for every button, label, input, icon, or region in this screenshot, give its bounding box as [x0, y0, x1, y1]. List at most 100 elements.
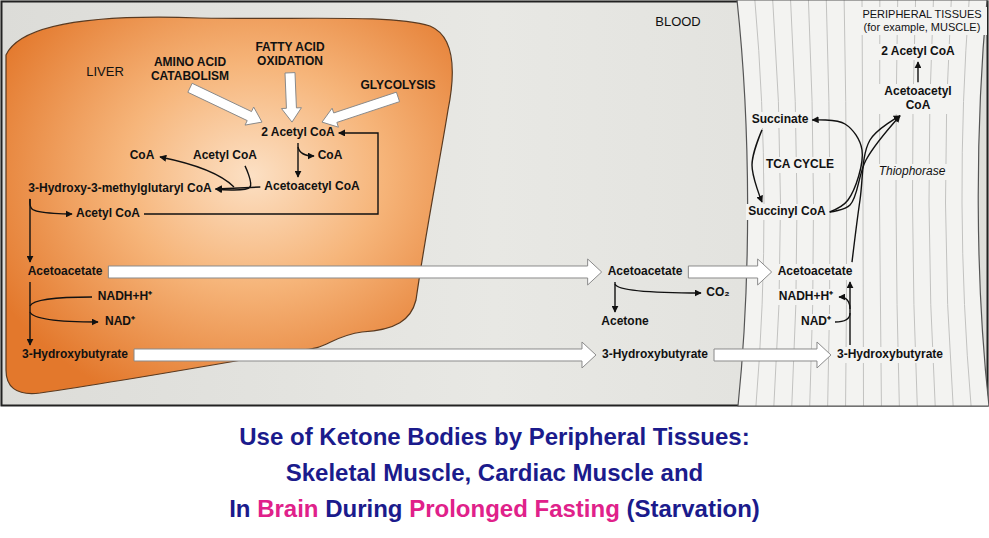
cofactor-label: NAD⁺ — [103, 314, 137, 330]
source-label: FATTY ACID OXIDATION — [248, 40, 332, 70]
cofactor-label: CoA — [316, 148, 345, 164]
cofactor-label-text: NAD⁺ — [103, 314, 137, 330]
caption-word: Bodies — [401, 423, 488, 450]
muscle-outline — [735, 0, 989, 406]
liver-outline — [0, 0, 460, 400]
transport-arrow — [108, 259, 601, 285]
block-arrow — [322, 92, 400, 127]
transport-arrow — [188, 83, 262, 125]
caption-word: Ketone — [313, 423, 401, 450]
metabolite: 2 Acetyl CoA — [879, 44, 957, 60]
reaction-arrow — [216, 166, 251, 190]
fibre-line — [912, 0, 917, 406]
reaction-arrow — [752, 130, 762, 202]
block-arrow — [281, 73, 301, 123]
reaction-arrow — [812, 120, 862, 212]
caption-block: Use of Ketone Bodies by Peripheral Tissu… — [0, 419, 989, 527]
fibre-line — [962, 0, 971, 406]
metabolite-name: Acetoacetyl CoA — [878, 84, 958, 114]
metabolite: 3-Hydroxy-3-methylglutaryl CoA — [26, 181, 213, 197]
caption-word: Peripheral — [522, 423, 646, 450]
diagram-ground — [0, 0, 989, 406]
metabolite-name: GLYCOLYSIS — [358, 78, 437, 94]
reaction-arrow — [144, 133, 378, 214]
caption-word: by — [487, 423, 522, 450]
fibre-line — [929, 0, 935, 406]
arrow-line — [614, 282, 615, 312]
enzyme-label: Thiophorase — [877, 164, 948, 180]
arrow-line — [30, 199, 72, 214]
region-heading: LIVER — [78, 64, 132, 81]
caption-word: Prolonged — [402, 495, 527, 522]
cofactor-label: CO₂ — [704, 285, 731, 301]
caption-word: Fasting — [528, 495, 620, 522]
caption-word: Muscle — [566, 459, 654, 486]
reaction-arrow — [850, 282, 851, 345]
caption-word: Cardiac — [471, 459, 566, 486]
metabolite: Acetone — [599, 314, 650, 330]
metabolite: 3-Hydroxybutyrate — [20, 347, 130, 363]
caption-word: of — [283, 423, 312, 450]
fibre-line — [826, 0, 830, 406]
source-label: AMINO ACID CATABOLISM — [146, 55, 234, 85]
transport-arrow — [688, 259, 771, 285]
metabolite-name: 3-Hydroxybutyrate — [20, 347, 130, 363]
caption-word: and — [654, 459, 703, 486]
cofactor-label-text: CoA — [316, 148, 345, 164]
cofactor-label: NADH+H⁺ — [96, 289, 154, 305]
transport-arrow — [134, 342, 596, 368]
arrow-line — [830, 116, 900, 212]
metabolite-name: Acetone — [599, 314, 650, 330]
fibre-line — [773, 0, 781, 406]
reaction-arrow — [615, 282, 616, 312]
metabolite-name: Succinyl CoA — [746, 204, 827, 220]
metabolite: Succinate — [750, 112, 811, 128]
metabolite: Acetoacetyl CoA — [262, 179, 361, 195]
cofactor-label: CoA — [128, 148, 157, 164]
caption: Use of Ketone Bodies by Peripheral Tissu… — [0, 419, 989, 527]
cofactor-label-text: NAD⁺ — [799, 314, 833, 330]
metabolite-name: 2 Acetyl CoA — [259, 125, 337, 141]
arrow-line — [216, 166, 251, 190]
reaction-arrow — [298, 143, 299, 177]
metabolite: Succinyl CoA — [746, 204, 827, 220]
metabolite: Acetyl CoA — [74, 206, 142, 222]
metabolite-name: Acetyl CoA — [191, 148, 259, 164]
arrow-line — [852, 116, 900, 262]
metabolite-name: AMINO ACID CATABOLISM — [146, 55, 234, 85]
metabolite: 2 Acetyl CoA — [259, 125, 337, 141]
metabolite: Acetoacetate — [26, 264, 105, 280]
reaction-arrow — [216, 187, 261, 189]
caption-word: Muscle, — [376, 459, 471, 486]
muscle-tissue: PERIPHERAL TISSUES (for example, MUSCLE)… — [735, 0, 989, 406]
cycle-label-text: TCA CYCLE — [764, 157, 836, 173]
muscle-fibres — [755, 0, 971, 406]
metabolite-name: Acetyl CoA — [74, 206, 142, 222]
cofactor-label: NADH+H⁺ — [777, 289, 835, 305]
arrow-line — [752, 130, 762, 202]
metabolite-name: 3-Hydroxy-3-methylglutaryl CoA — [26, 181, 213, 197]
reaction-arrow — [30, 199, 31, 262]
metabolite-name: FATTY ACID OXIDATION — [248, 40, 332, 70]
region-label: BLOOD — [653, 14, 703, 31]
metabolite: 3-Hydroxybutyrate — [600, 347, 710, 363]
fibre-line — [808, 0, 813, 406]
block-arrow — [688, 259, 771, 285]
cofactor-label-text: CoA — [128, 148, 157, 164]
reaction-arrow — [30, 199, 72, 214]
metabolite: Acetoacetyl CoA — [878, 84, 958, 114]
metabolite-name: 3-Hydroxybutyrate — [600, 347, 710, 363]
caption-word: Use — [239, 423, 283, 450]
fibre-line — [879, 0, 881, 406]
reaction-arrow — [830, 116, 900, 212]
block-arrow — [134, 342, 596, 368]
side-arrows — [0, 0, 989, 406]
reaction-arrow — [852, 116, 900, 262]
metabolite: Acetyl CoA — [191, 148, 259, 164]
muscle-shape — [737, 0, 989, 406]
region-label-text: BLOOD — [653, 14, 703, 31]
fibre-line — [862, 0, 864, 406]
metabolite: 3-Hydroxybutyrate — [835, 347, 945, 363]
transport-arrow — [281, 73, 301, 123]
